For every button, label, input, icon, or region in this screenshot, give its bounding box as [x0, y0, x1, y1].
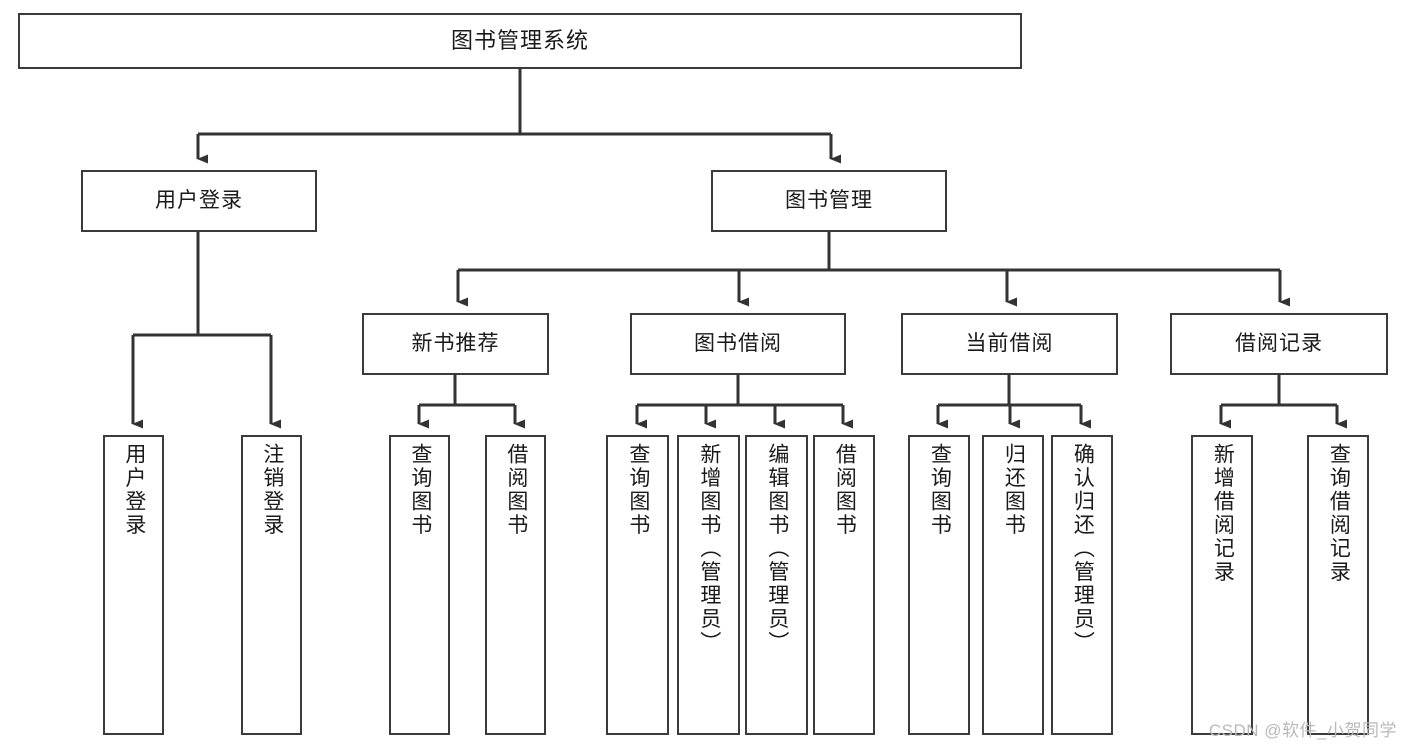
node-borrow-record[interactable]: 借阅记录	[1170, 313, 1388, 375]
node-new-book-rec-label: 新书推荐	[411, 332, 500, 356]
node-leaf-cur-query-book[interactable]: 查询图书	[908, 435, 970, 735]
node-leaf-rec-add-record[interactable]: 新增借阅记录	[1191, 435, 1253, 735]
node-leaf-user-logout-label: 注销登录	[260, 443, 284, 537]
node-book-borrow-label: 图书借阅	[694, 332, 782, 356]
node-leaf-rec-borrow-book-label: 借阅图书	[504, 443, 528, 537]
node-leaf-borrow-borrow-book[interactable]: 借阅图书	[813, 435, 875, 735]
node-leaf-cur-confirm-return[interactable]: 确认归还（管理员）	[1051, 435, 1113, 735]
node-current-borrow-label: 当前借阅	[965, 332, 1054, 356]
node-book-manage[interactable]: 图书管理	[711, 170, 947, 232]
node-leaf-borrow-edit-book[interactable]: 编辑图书（管理员）	[745, 435, 808, 735]
node-leaf-borrow-borrow-book-label: 借阅图书	[833, 443, 857, 537]
node-root-system[interactable]: 图书管理系统	[18, 13, 1022, 69]
node-leaf-user-logout[interactable]: 注销登录	[241, 435, 302, 735]
node-leaf-borrow-query-book[interactable]: 查询图书	[606, 435, 669, 735]
node-leaf-rec-add-record-label: 新增借阅记录	[1211, 443, 1235, 584]
node-leaf-rec-query-record-label: 查询借阅记录	[1327, 443, 1351, 584]
node-leaf-borrow-edit-book-label: 编辑图书（管理员）	[765, 443, 789, 655]
node-leaf-borrow-query-book-label: 查询图书	[626, 443, 650, 537]
node-leaf-rec-query-record[interactable]: 查询借阅记录	[1307, 435, 1369, 735]
node-current-borrow[interactable]: 当前借阅	[901, 313, 1118, 375]
node-leaf-borrow-add-book[interactable]: 新增图书（管理员）	[677, 435, 740, 735]
csdn-watermark: CSDN @软件_小贺同学	[1208, 721, 1397, 740]
node-borrow-record-label: 借阅记录	[1235, 332, 1323, 356]
node-root-label: 图书管理系统	[450, 27, 589, 53]
node-leaf-user-login-label: 用户登录	[122, 443, 146, 537]
node-user-login-label: 用户登录	[155, 189, 243, 213]
node-leaf-cur-return-book-label: 归还图书	[1002, 443, 1026, 537]
node-leaf-user-login[interactable]: 用户登录	[103, 435, 164, 735]
node-book-manage-label: 图书管理	[785, 189, 873, 213]
node-leaf-rec-borrow-book[interactable]: 借阅图书	[485, 435, 546, 735]
node-leaf-cur-confirm-return-label: 确认归还（管理员）	[1071, 443, 1095, 655]
node-leaf-borrow-add-book-label: 新增图书（管理员）	[697, 443, 721, 655]
node-leaf-cur-query-book-label: 查询图书	[928, 443, 952, 537]
node-book-borrow[interactable]: 图书借阅	[630, 313, 846, 375]
node-leaf-cur-return-book[interactable]: 归还图书	[982, 435, 1044, 735]
node-user-login[interactable]: 用户登录	[81, 170, 317, 232]
node-new-book-rec[interactable]: 新书推荐	[362, 313, 549, 375]
node-leaf-rec-query-book[interactable]: 查询图书	[389, 435, 450, 735]
node-leaf-rec-query-book-label: 查询图书	[408, 443, 432, 537]
